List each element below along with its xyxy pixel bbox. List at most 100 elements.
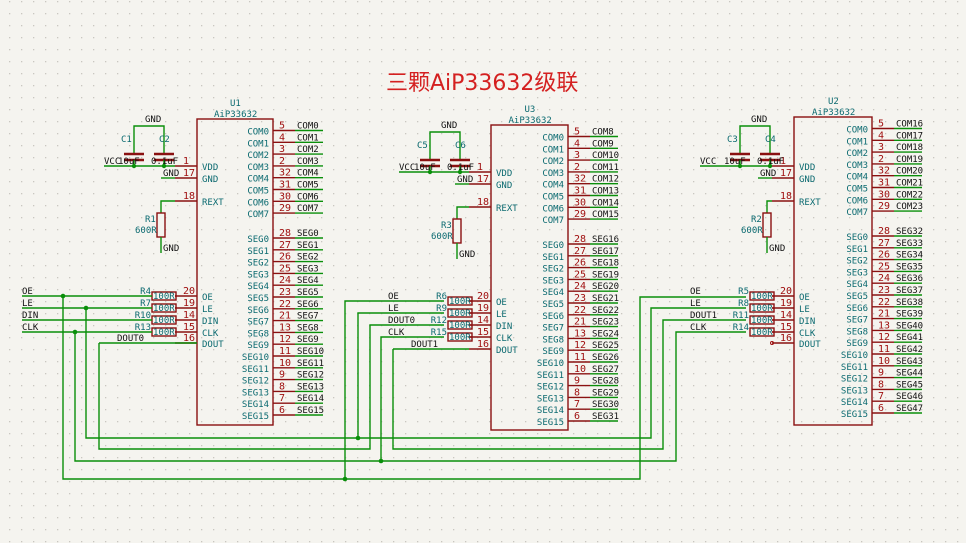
net-label: COM18 — [896, 143, 923, 153]
pin-name: SEG8 — [846, 327, 868, 337]
pin-name: VDD — [799, 163, 815, 173]
net-label: SEG29 — [592, 388, 619, 398]
net-label: SEG15 — [297, 406, 324, 416]
pin-name: SEG0 — [846, 233, 868, 243]
resistor-ref: R5 — [738, 287, 749, 297]
pin-number: 12 — [878, 332, 890, 343]
pin-number: 17 — [183, 168, 195, 179]
pin-name: SEG2 — [542, 265, 564, 275]
net-label: SEG44 — [896, 369, 923, 379]
pin-number: 9 — [878, 368, 884, 379]
net-label: COM22 — [896, 190, 923, 200]
pin-name: DIN — [799, 317, 815, 327]
resistor-value: 100R — [449, 333, 471, 343]
gnd-label: GND — [457, 175, 473, 185]
no-connect-marker — [770, 341, 774, 345]
net-label: COM19 — [896, 155, 923, 165]
cap-gnd-wire — [133, 125, 165, 154]
pin-number: 30 — [878, 189, 890, 200]
input-net-label: DIN — [22, 311, 38, 321]
pin-number: 7 — [878, 391, 884, 402]
pin-number: 28 — [574, 234, 586, 245]
gnd-label: GND — [760, 169, 776, 179]
input-net-label: OE — [388, 292, 399, 302]
net-label: SEG34 — [896, 251, 923, 261]
pin-number: 4 — [279, 132, 285, 143]
pin-name: SEG10 — [537, 359, 564, 369]
cap-gnd-wire — [739, 125, 771, 154]
pin-name: SEG15 — [537, 418, 564, 428]
pin-name: SEG12 — [537, 383, 564, 393]
pin-number: 23 — [279, 287, 291, 298]
wire-oe-bus — [62, 296, 746, 480]
pin-name: OE — [202, 293, 213, 303]
chip-u2[interactable]: U2AiP336321VDD17GND18REXT20OE19LE14DIN15… — [690, 97, 923, 426]
chip-u3[interactable]: U3AiP336321VDD17GND18REXT20OE19LE14DIN15… — [388, 105, 619, 431]
vcc-label: VCC — [700, 157, 716, 167]
pin-name: SEG12 — [242, 377, 269, 387]
net-label: COM14 — [592, 198, 619, 208]
pin-name: COM2 — [846, 149, 868, 159]
pin-name: SEG7 — [247, 318, 269, 328]
net-label: SEG22 — [592, 306, 619, 316]
pin-name: SEG10 — [242, 353, 269, 363]
pin-name: SEG0 — [542, 241, 564, 251]
resistor-ref: R11 — [733, 311, 749, 321]
pin-name: COM7 — [846, 208, 868, 218]
pin-number: 9 — [279, 370, 285, 381]
pin-name: SEG1 — [247, 247, 269, 257]
net-label: SEG2 — [297, 253, 319, 263]
net-label: COM20 — [896, 167, 923, 177]
pin-number: 17 — [477, 174, 489, 185]
chip-u1[interactable]: U1AiP336321VDD17GND18REXT20OE19LE14DIN15… — [22, 99, 324, 426]
net-label: SEG10 — [297, 347, 324, 357]
net-label: SEG18 — [592, 259, 619, 269]
wire-le-bus — [85, 308, 358, 439]
pin-number: 11 — [574, 352, 586, 363]
input-net-label: LE — [22, 299, 33, 309]
cap-ref: C5 — [417, 141, 428, 151]
pin-name: SEG14 — [242, 400, 269, 410]
resistor-ref: R4 — [140, 287, 151, 297]
pin-number: 20 — [477, 291, 489, 302]
pin-number: 4 — [878, 130, 884, 141]
resistor-value: 100R — [449, 309, 471, 319]
resistor-value: 100R — [751, 292, 773, 302]
pin-number: 15 — [780, 322, 792, 333]
resistor-value: 100R — [449, 297, 471, 307]
net-label: COM10 — [592, 151, 619, 161]
pin-number: 29 — [279, 203, 291, 214]
net-label: COM17 — [896, 131, 923, 141]
pin-number: 18 — [780, 191, 792, 202]
net-label: COM7 — [297, 204, 319, 214]
net-label: SEG37 — [896, 286, 923, 296]
pin-name: SEG12 — [841, 375, 868, 385]
pin-number: 12 — [574, 340, 586, 351]
pin-name: COM5 — [846, 185, 868, 195]
pin-number: 4 — [574, 138, 580, 149]
pin-number: 2 — [878, 154, 884, 165]
resistor-ref: R3 — [441, 221, 452, 231]
cap-value: 0.1uF — [447, 163, 474, 173]
pin-number: 22 — [878, 297, 890, 308]
pin-name: CLK — [202, 329, 219, 339]
pin-name: SEG4 — [846, 280, 868, 290]
wire-oe-u3 — [344, 300, 444, 479]
pin-number: 14 — [780, 310, 792, 321]
pin-number: 20 — [780, 286, 792, 297]
pin-number: 2 — [574, 162, 580, 173]
pin-number: 25 — [574, 269, 586, 280]
vcc-label: VCC — [399, 163, 415, 173]
pin-name: SEG0 — [247, 235, 269, 245]
dout-net-label: DOUT1 — [411, 340, 438, 350]
pin-name: VDD — [202, 163, 218, 173]
pin-name: REXT — [496, 204, 518, 214]
pin-name: COM1 — [846, 137, 868, 147]
pin-name: COM6 — [542, 204, 564, 214]
pin-name: SEG13 — [841, 386, 868, 396]
pin-number: 13 — [878, 320, 890, 331]
pin-name: SEG9 — [247, 341, 269, 351]
net-label: SEG9 — [297, 335, 319, 345]
net-label: SEG40 — [896, 321, 923, 331]
